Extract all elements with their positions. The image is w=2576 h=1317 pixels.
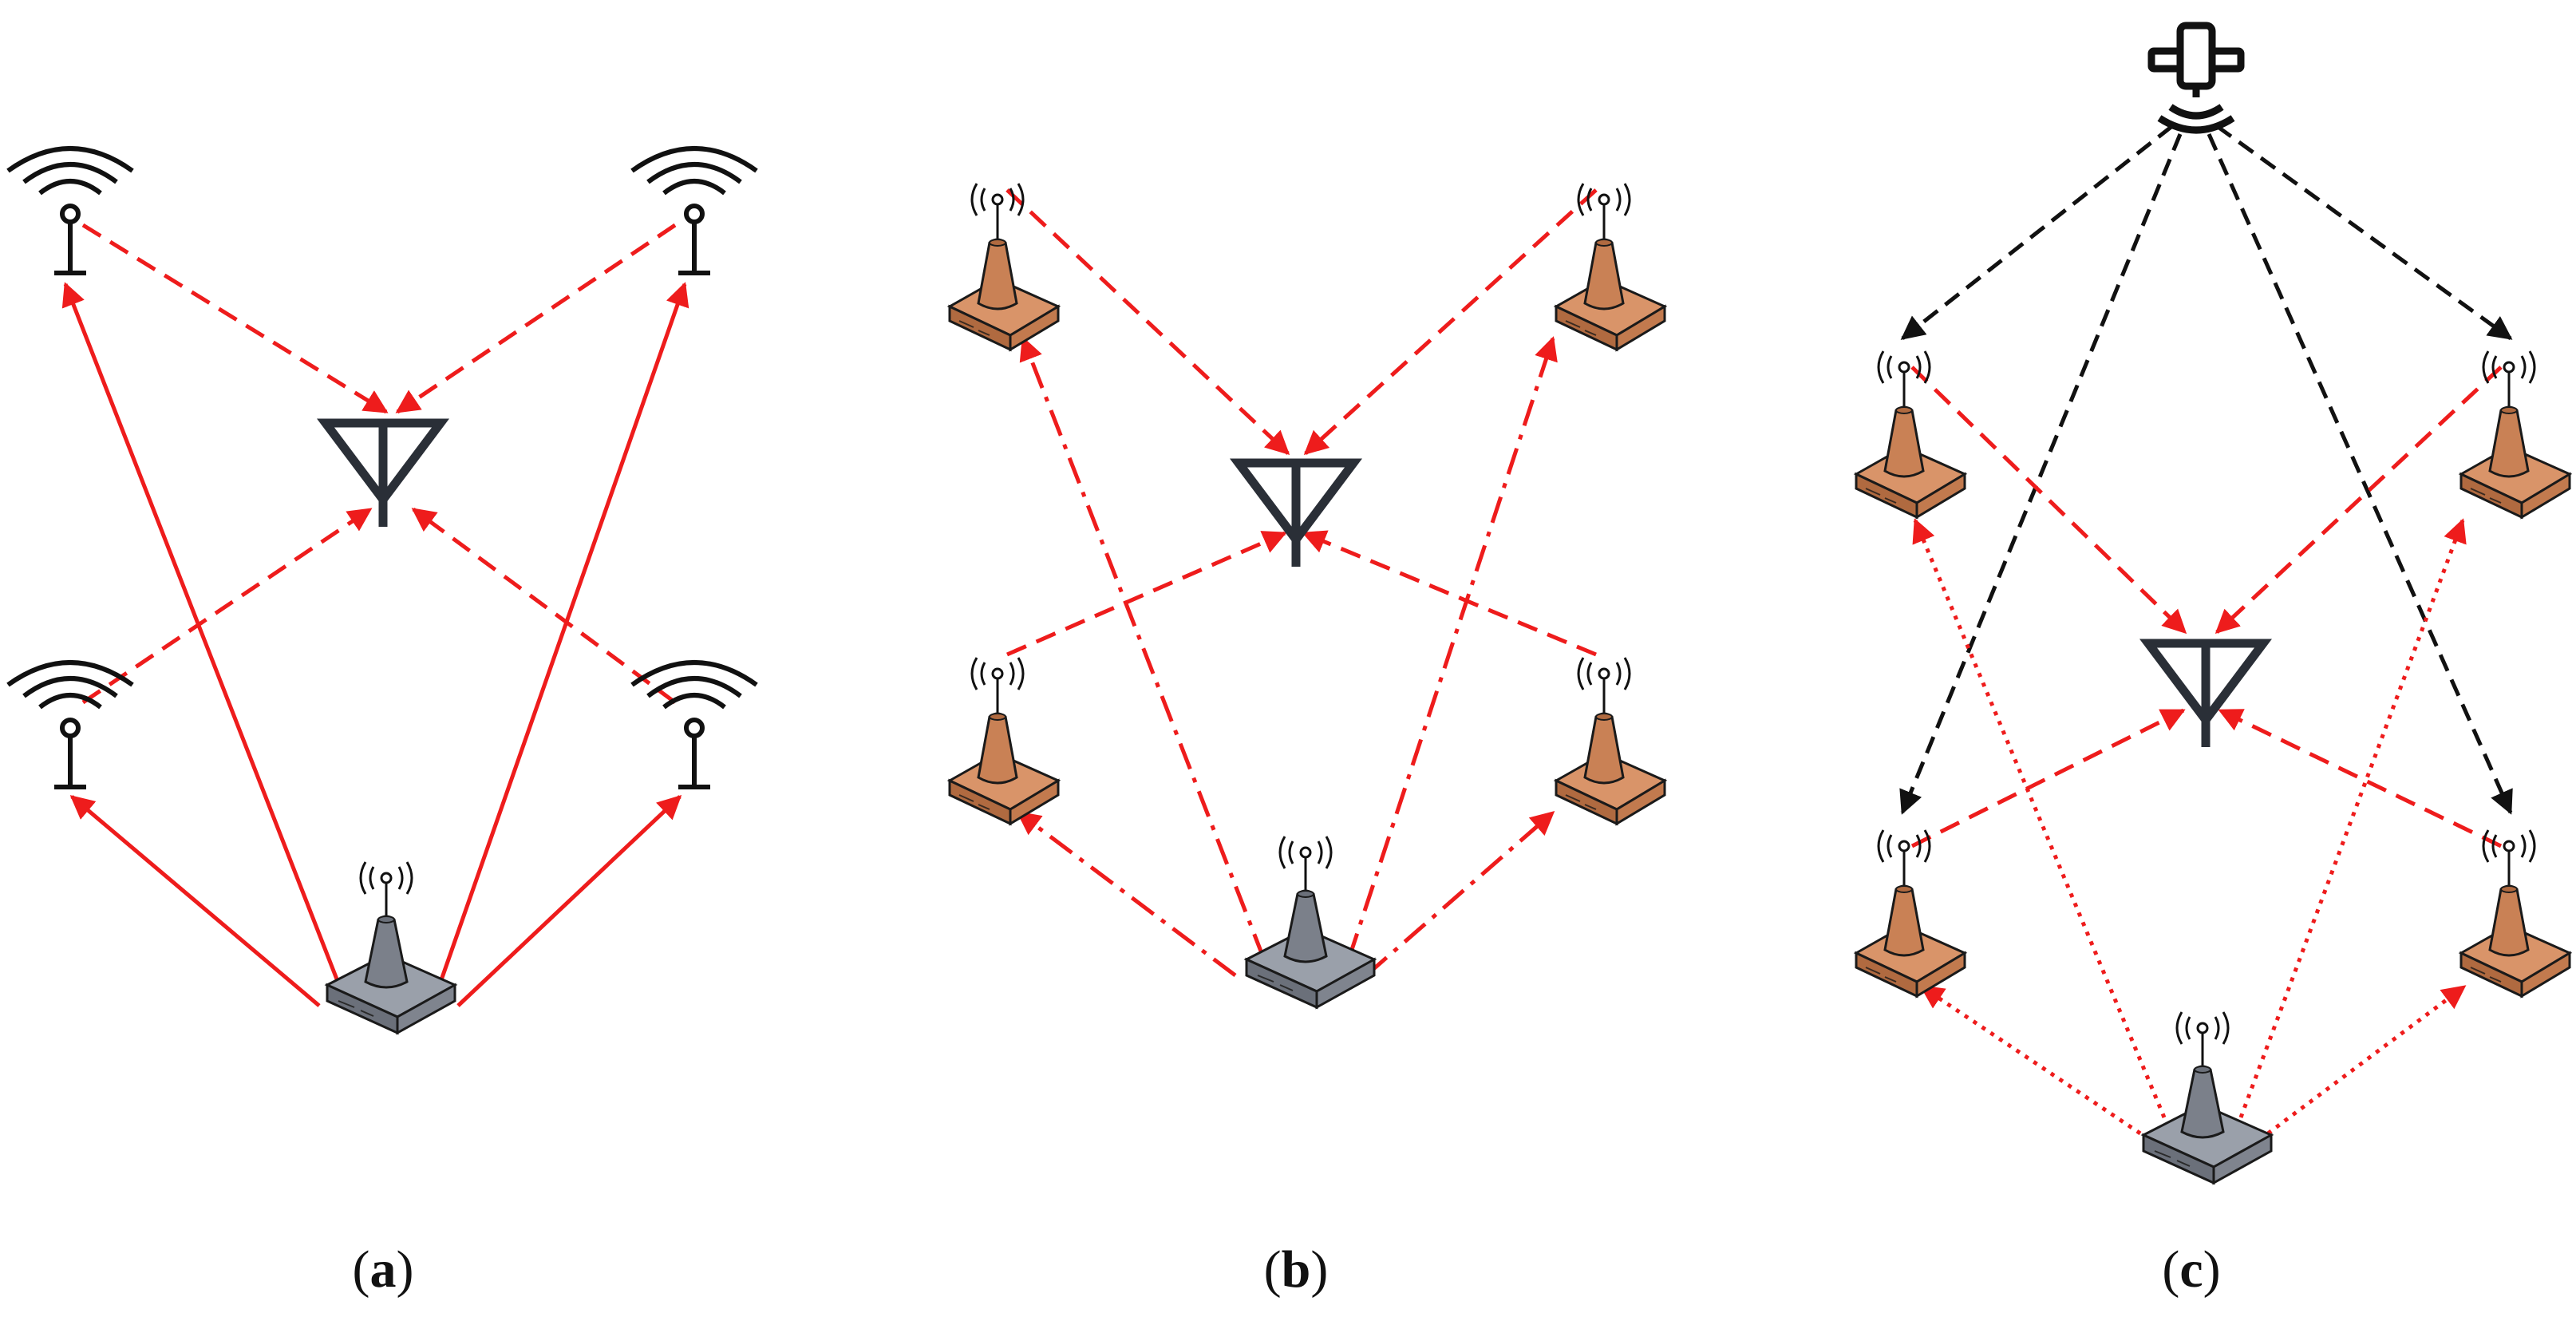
link-relay-tr-destination <box>2214 366 2503 635</box>
panel-c-source-links <box>1912 518 2467 1136</box>
panel-c-satellite-links <box>1899 124 2513 815</box>
relay-tower-icon <box>1555 182 1666 351</box>
base-station-icon <box>326 860 456 1034</box>
wireless-terminal-icon <box>632 662 757 787</box>
link-relay-tr-destination <box>1303 188 1598 456</box>
relay-tower-icon <box>1855 829 1966 998</box>
link-terminal-bl-destination <box>81 507 373 705</box>
link-source-terminal-tl <box>61 282 344 992</box>
link-source-relay-tr <box>2238 518 2467 1118</box>
link-relay-br-destination <box>2218 708 2503 848</box>
link-source-relay-br <box>2266 984 2467 1136</box>
link-relay-bl-destination <box>1910 708 2186 848</box>
link-source-terminal-br <box>456 794 682 1007</box>
link-source-relay-tl <box>1019 336 1266 960</box>
relay-tower-icon <box>2459 829 2571 998</box>
link-source-terminal-bl <box>69 795 321 1007</box>
panel-b: (b) <box>948 182 1666 1299</box>
panel-c-destination-links <box>1910 366 2503 848</box>
caption-a: (a) <box>353 1240 414 1299</box>
relay-tower-icon <box>2459 350 2571 519</box>
link-satellite-relay-bl <box>1899 133 2183 815</box>
destination-antenna-icon <box>1239 463 1353 567</box>
panel-b-source-links <box>1016 336 1558 977</box>
base-station-icon <box>1245 835 1376 1009</box>
relay-tower-icon <box>1555 656 1666 825</box>
panel-a-destination-links <box>81 223 677 705</box>
link-relay-tl-destination <box>1910 366 2187 635</box>
caption-b: (b) <box>1264 1240 1329 1299</box>
link-satellite-relay-tl <box>1900 125 2174 340</box>
destination-antenna-icon <box>2148 643 2263 747</box>
link-source-terminal-tr <box>435 282 689 992</box>
relay-tower-icon <box>1855 350 1966 519</box>
link-source-relay-tr <box>1346 336 1558 960</box>
panel-c: (c) <box>1855 26 2571 1299</box>
caption-c: (c) <box>2162 1240 2220 1299</box>
wireless-terminal-icon <box>632 148 757 273</box>
link-satellite-relay-tr <box>2215 124 2513 341</box>
link-terminal-tr-destination <box>395 223 677 414</box>
link-relay-br-destination <box>1302 530 1597 657</box>
link-source-relay-bl <box>1016 811 1237 977</box>
satellite-icon <box>2151 26 2241 130</box>
link-source-relay-bl <box>1919 984 2142 1136</box>
link-relay-tl-destination <box>1006 188 1290 456</box>
link-source-relay-tl <box>1912 518 2167 1118</box>
link-terminal-tl-destination <box>81 223 389 414</box>
link-terminal-br-destination <box>411 507 677 705</box>
panel-b-destination-links <box>1006 188 1598 657</box>
link-source-relay-br <box>1365 811 1555 977</box>
panel-a: (a) <box>8 148 757 1299</box>
link-relay-bl-destination <box>1006 531 1287 657</box>
relay-tower-icon <box>948 656 1060 825</box>
relay-tower-icon <box>948 182 1060 351</box>
panel-a-source-links <box>61 282 689 1007</box>
link-satellite-relay-br <box>2207 132 2513 815</box>
base-station-icon <box>2142 1010 2273 1185</box>
destination-antenna-icon <box>326 423 441 527</box>
wireless-terminal-icon <box>8 148 132 273</box>
